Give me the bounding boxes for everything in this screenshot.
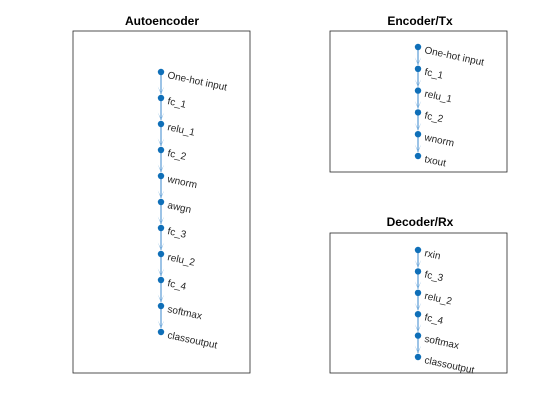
autoencoder-node-label-6: awgn bbox=[166, 200, 192, 216]
autoencoder-node-11 bbox=[157, 328, 165, 336]
decoder-rx-edge-arrow-5 bbox=[414, 345, 422, 354]
encoder-tx-node-label-2: fc_1 bbox=[423, 67, 444, 82]
autoencoder-node-6 bbox=[157, 198, 165, 206]
autoencoder-edge-arrow-6 bbox=[157, 216, 165, 225]
encoder-tx-edge-arrow-1 bbox=[414, 57, 422, 66]
encoder-tx-edge-arrow-3 bbox=[414, 100, 422, 109]
autoencoder-node-label-2: fc_1 bbox=[166, 96, 187, 111]
decoder-rx-node-4 bbox=[414, 311, 422, 318]
autoencoder-node-label-9: fc_4 bbox=[166, 278, 187, 293]
encoder-tx-edge-arrow-2 bbox=[414, 79, 422, 88]
decoder-rx-node-3 bbox=[414, 289, 422, 296]
autoencoder-edge-arrow-10 bbox=[157, 320, 165, 329]
encoder-tx-edge-arrow-4 bbox=[414, 122, 422, 131]
autoencoder-node-label-4: fc_2 bbox=[166, 148, 187, 163]
encoder-tx-node-6 bbox=[414, 152, 422, 160]
autoencoder-node-9 bbox=[157, 276, 165, 284]
decoder-rx-node-6 bbox=[414, 353, 422, 361]
decoder-rx-panel: Decoder/Rx rxinfc_3relu_2fc_4softmaxclas… bbox=[329, 215, 508, 376]
decoder-rx-node-2 bbox=[414, 268, 422, 275]
autoencoder-edge-arrow-3 bbox=[157, 138, 165, 147]
decoder-rx-edge-arrow-2 bbox=[414, 281, 422, 290]
encoder-tx-node-5 bbox=[414, 131, 422, 138]
autoencoder-edge-arrow-2 bbox=[157, 112, 165, 121]
encoder-tx-node-2 bbox=[414, 65, 422, 73]
decoder-rx-node-label-2: fc_3 bbox=[423, 270, 444, 285]
autoencoder-node-1 bbox=[157, 68, 165, 76]
encoder-tx-node-label-6: txout bbox=[423, 154, 447, 169]
decoder-rx-title: Decoder/Rx bbox=[387, 215, 454, 229]
autoencoder-edge-arrow-1 bbox=[157, 86, 165, 95]
decoder-rx-node-5 bbox=[414, 332, 422, 339]
autoencoder-node-7 bbox=[157, 224, 165, 232]
autoencoder-node-8 bbox=[157, 250, 165, 258]
decoder-rx-edge-arrow-3 bbox=[414, 302, 422, 311]
autoencoder-node-4 bbox=[157, 146, 165, 154]
encoder-tx-node-label-4: fc_2 bbox=[423, 111, 444, 126]
autoencoder-panel: Autoencoder One-hot inputfc_1relu_1fc_2w… bbox=[72, 14, 251, 374]
autoencoder-node-3 bbox=[157, 120, 165, 128]
autoencoder-edge-arrow-9 bbox=[157, 294, 165, 303]
decoder-rx-node-1 bbox=[414, 246, 422, 254]
autoencoder-edge-arrow-7 bbox=[157, 242, 165, 251]
autoencoder-edge-arrow-5 bbox=[157, 190, 165, 199]
autoencoder-edge-arrow-8 bbox=[157, 268, 165, 277]
decoder-rx-node-label-4: fc_4 bbox=[423, 312, 444, 327]
autoencoder-node-label-7: fc_3 bbox=[166, 226, 187, 241]
encoder-tx-node-4 bbox=[414, 109, 422, 116]
decoder-rx-node-label-1: rxin bbox=[423, 248, 441, 262]
decoder-rx-edge-arrow-4 bbox=[414, 324, 422, 333]
decoder-rx-edge-arrow-1 bbox=[414, 259, 422, 268]
encoder-tx-edge-arrow-5 bbox=[414, 144, 422, 153]
autoencoder-title: Autoencoder bbox=[125, 14, 199, 28]
encoder-tx-node-1 bbox=[414, 43, 422, 51]
autoencoder-edge-arrow-4 bbox=[157, 164, 165, 173]
autoencoder-node-10 bbox=[157, 302, 165, 310]
autoencoder-node-2 bbox=[157, 94, 165, 102]
encoder-tx-panel: Encoder/Tx One-hot inputfc_1relu_1fc_2wn… bbox=[329, 14, 508, 173]
encoder-tx-title: Encoder/Tx bbox=[387, 14, 453, 28]
autoencoder-node-5 bbox=[157, 172, 165, 180]
encoder-tx-node-3 bbox=[414, 87, 422, 94]
